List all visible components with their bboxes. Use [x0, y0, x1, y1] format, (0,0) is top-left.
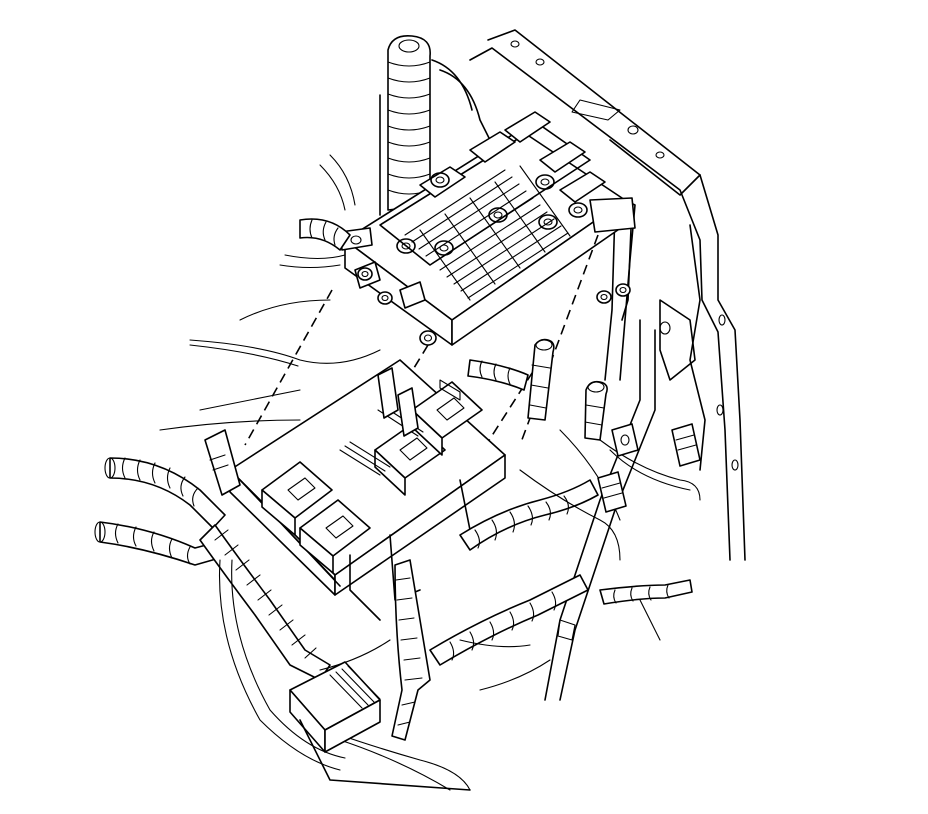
lower-connector — [289, 661, 471, 791]
vertical-conduit — [379, 34, 491, 216]
harness-connector — [597, 423, 701, 513]
wiring-harness — [94, 154, 701, 791]
fuse-relay-block — [339, 111, 636, 346]
relay-center-bracket — [204, 359, 506, 621]
